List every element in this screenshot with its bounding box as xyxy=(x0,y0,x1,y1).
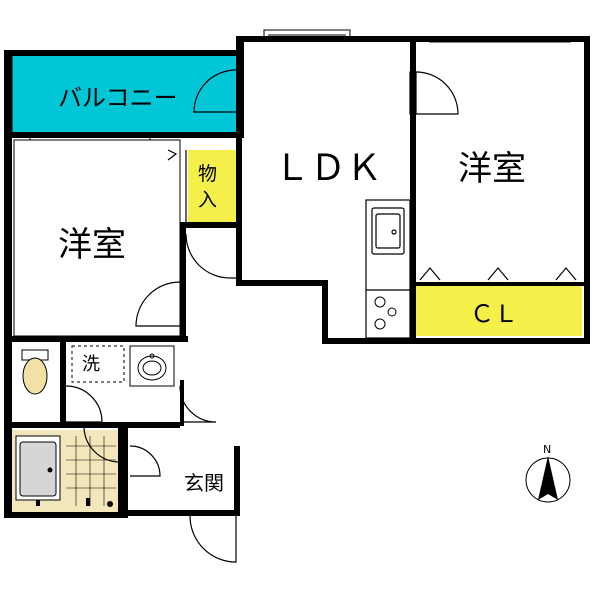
storage-area xyxy=(188,150,236,222)
laundry-area xyxy=(71,345,125,383)
closet-label: ＣＬ xyxy=(470,300,518,328)
stove-icon xyxy=(374,296,397,330)
compass-icon xyxy=(525,456,571,503)
closet-area xyxy=(416,286,582,336)
toilet-icon xyxy=(21,349,49,395)
western-room-left-label: 洋室 xyxy=(58,225,126,265)
western-room-right-label: 洋室 xyxy=(458,149,526,189)
balcony-area xyxy=(12,56,238,132)
compass-north-label: N xyxy=(543,443,551,456)
windows xyxy=(5,29,571,337)
kitchen-counter xyxy=(365,199,411,339)
entrance-label: 玄関 xyxy=(184,471,224,495)
balcony-label: バルコニー xyxy=(58,84,178,112)
storage-label-2: 入 xyxy=(198,189,217,211)
laundry-label: 洗 xyxy=(82,354,100,375)
bath-tile-floor xyxy=(66,436,116,506)
doors xyxy=(65,69,459,563)
washbasin-icon xyxy=(129,345,175,387)
storage-label-1: 物 xyxy=(198,163,217,185)
closet-markers xyxy=(419,267,577,281)
bath-faucet-icon xyxy=(36,498,113,507)
ldk-label: ＬＤＫ xyxy=(274,148,382,189)
walls xyxy=(4,36,590,518)
bathtub-icon xyxy=(15,435,61,501)
